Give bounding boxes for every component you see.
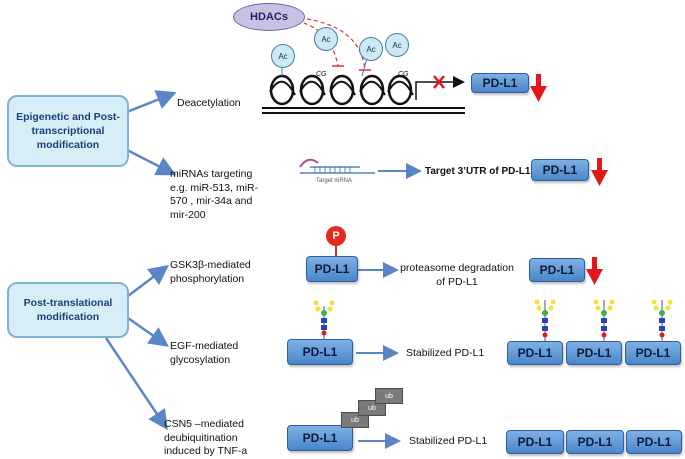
pd-l1-mirna: PD-L1	[531, 159, 589, 181]
pd-l1-stabilized-glyco-1: PD-L1	[507, 341, 563, 365]
pd-l1-stabilized-deubiq-2: PD-L1	[566, 430, 624, 454]
nucleosome-4	[359, 74, 386, 106]
glycan-chain-1	[313, 300, 335, 340]
pd-l1-stabilized-deubiq-1: PD-L1	[506, 430, 564, 454]
pd-l1-phospho: PD-L1	[306, 256, 358, 282]
mechanism-mirna: miRNAs targeting e.g. miR-513, miR-570 ,…	[170, 168, 259, 221]
outcome-proteasome: proteasome degradation of PD-L1	[400, 262, 514, 288]
down-arrow-3	[586, 257, 603, 285]
nucleosome-2	[299, 74, 326, 106]
outcome-stabilized-2: Stabilized PD-L1	[409, 435, 488, 447]
down-arrow-2	[591, 158, 608, 186]
glycan-chain-2	[534, 299, 556, 342]
outcome-target-utr: Target 3’UTR of PD-L1	[425, 166, 531, 177]
arrow-epi-mirna	[126, 148, 177, 176]
pd-l1-stabilized-glyco-3: PD-L1	[625, 341, 681, 365]
acetyl-group-1: Ac	[271, 44, 295, 68]
hdac-ellipse: HDACs	[233, 3, 305, 31]
mechanism-gsk3b: GSK3β-mediated phosphorylation	[170, 259, 251, 285]
arrow-ptm-egf	[127, 316, 170, 347]
hdac-inhibition-2	[299, 17, 366, 71]
transcription-arrow	[415, 76, 465, 100]
category-post-translational-label: Post-translational modification	[23, 296, 113, 323]
mechanism-csn5: CSN5 –mediated deubiquitination induced …	[164, 418, 248, 458]
ubiquitin-block-1: ub	[341, 412, 369, 428]
mechanism-egf: EGF-mediated glycosylation	[170, 340, 239, 366]
acetyl-group-4: Ac	[385, 33, 409, 57]
acetyl-group-3: Ac	[359, 37, 383, 61]
category-post-translational-box: Post-translational modification	[7, 282, 129, 338]
mirna-loop	[299, 158, 319, 168]
pd-l1-ubiquitinated: PD-L1	[287, 425, 353, 451]
pd-l1-stabilized-deubiq-3: PD-L1	[626, 430, 682, 454]
arrow-epi-deacetylation	[126, 90, 177, 114]
glycan-chain-3	[593, 299, 615, 342]
cg-site-1: CG	[316, 71, 327, 78]
cg-site-2: CG	[398, 71, 409, 78]
acetyl-group-2: Ac	[314, 27, 338, 51]
mechanism-deacetylation: Deacetylation	[177, 97, 241, 109]
block-x-2	[433, 75, 445, 89]
down-arrow-1	[530, 74, 547, 102]
pd-l1-glyco: PD-L1	[287, 339, 353, 365]
category-epigenetic-label: Epigenetic and Post-transcriptional modi…	[16, 110, 120, 152]
pd-l1-degradation: PD-L1	[529, 258, 585, 282]
phosphate-tag: P	[326, 226, 346, 246]
ubiquitin-block-3: ub	[375, 388, 403, 404]
outcome-stabilized-1: Stabilized PD-L1	[406, 347, 485, 359]
target-mrna-label: Target mRNA	[316, 178, 353, 184]
nucleosome-1	[269, 74, 296, 106]
nucleosome-5	[387, 74, 414, 106]
hdac-label: HDACs	[250, 11, 288, 23]
arrow-ptm-gsk3b	[127, 264, 169, 297]
pd-l1-stabilized-glyco-2: PD-L1	[566, 341, 622, 365]
glycan-chain-4	[651, 299, 673, 342]
ubiquitin-block-2: ub	[358, 400, 386, 416]
pd-l1-deacetylation: PD-L1	[471, 73, 529, 93]
nucleosome-3	[329, 74, 356, 106]
arrow-ptm-csn5	[104, 337, 168, 431]
category-epigenetic-box: Epigenetic and Post-transcriptional modi…	[7, 95, 129, 167]
